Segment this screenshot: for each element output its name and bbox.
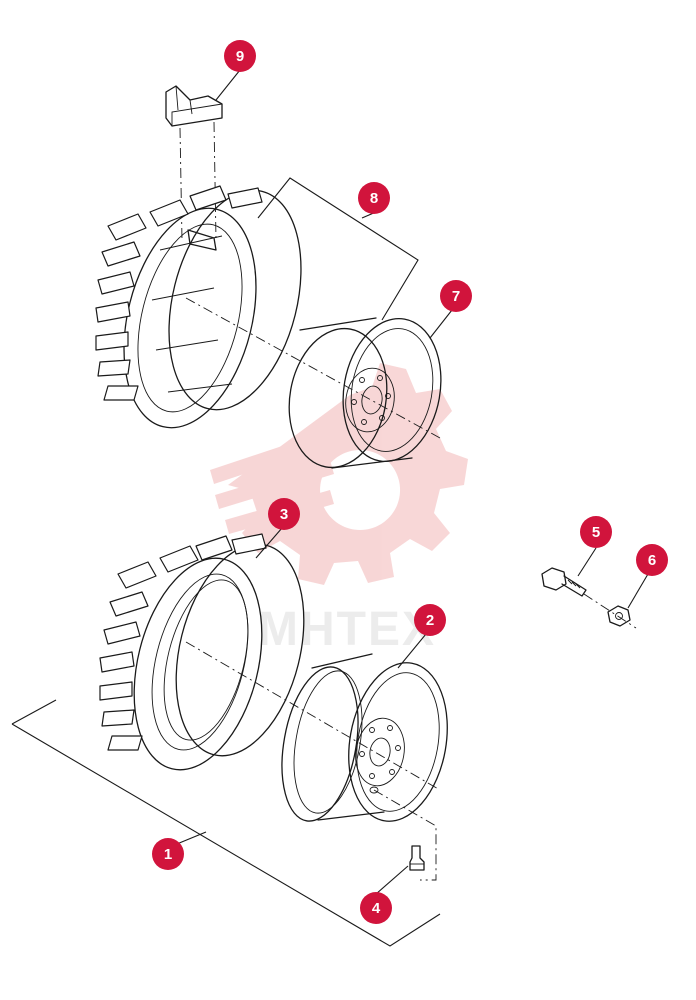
lower-axis-line <box>185 641 441 791</box>
callout-7[interactable]: 7 <box>440 280 472 312</box>
svg-text:3: 3 <box>280 506 288 523</box>
svg-text:8: 8 <box>370 190 378 207</box>
part-5-bolt <box>541 567 587 597</box>
svg-text:4: 4 <box>372 900 381 917</box>
callout-4[interactable]: 4 <box>360 892 392 924</box>
bracket-8 <box>257 177 419 321</box>
svg-text:6: 6 <box>648 552 656 569</box>
svg-text:5: 5 <box>592 524 600 541</box>
part-7-wheel <box>288 317 442 469</box>
part-3-tire <box>99 533 305 771</box>
svg-text:9: 9 <box>236 48 244 65</box>
callout-1[interactable]: 1 <box>152 838 184 870</box>
svg-text:7: 7 <box>452 288 460 305</box>
part-9-lug-block <box>165 85 223 241</box>
part-2-wheel-rim <box>281 653 448 822</box>
part-6-nut <box>607 605 631 627</box>
callout-5[interactable]: 5 <box>580 516 612 548</box>
callout-6[interactable]: 6 <box>636 544 668 576</box>
watermark-text: MHTEX <box>258 603 436 656</box>
callout-8[interactable]: 8 <box>358 182 390 214</box>
upper-tire <box>95 185 302 429</box>
callout-9[interactable]: 9 <box>224 40 256 72</box>
callout-2[interactable]: 2 <box>414 604 446 636</box>
callout-3[interactable]: 3 <box>268 498 300 530</box>
leader-lines <box>171 69 649 895</box>
upper-axis-line <box>185 297 441 439</box>
part-4-valve-stem <box>373 789 437 881</box>
svg-text:2: 2 <box>426 612 434 629</box>
svg-text:1: 1 <box>164 846 172 863</box>
bracket-1 <box>11 699 441 947</box>
